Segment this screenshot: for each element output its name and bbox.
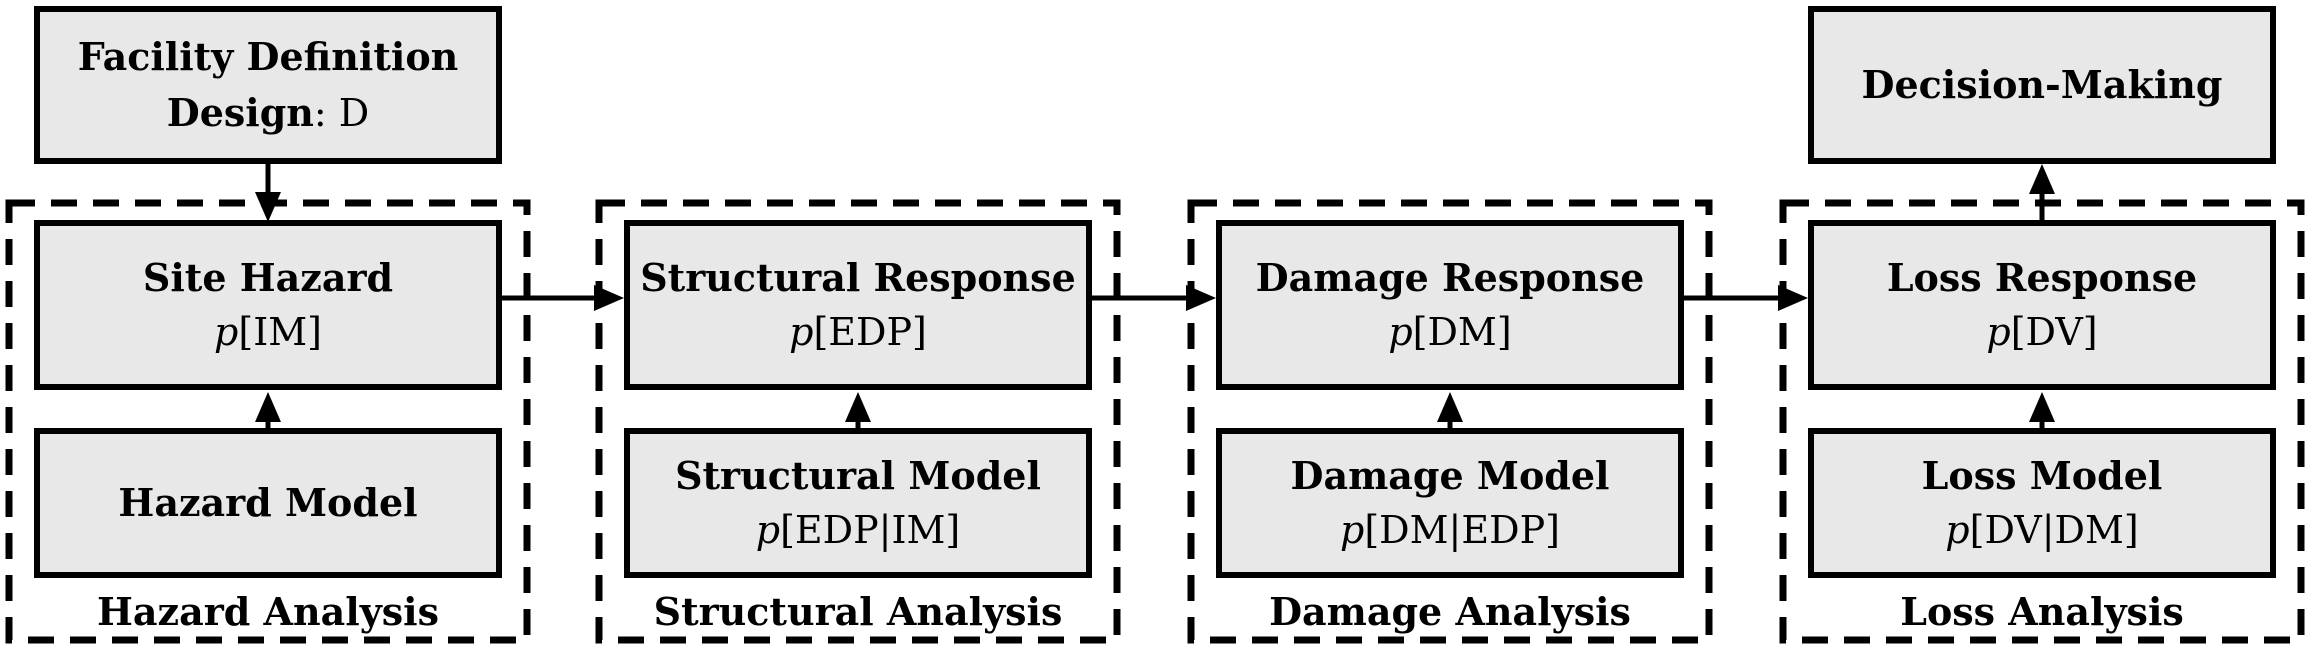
facility-definition-title: Facility Definition: [77, 34, 459, 80]
hazard-analysis-label: Hazard Analysis: [96, 588, 440, 634]
formula-args: [DM|EDP]: [1364, 508, 1560, 552]
design-label: Design: [166, 89, 314, 135]
damage-response-box: Damage Response p[DM]: [1216, 220, 1684, 390]
structural-model-formula: p[EDP|IM]: [756, 503, 960, 558]
structural-response-box: Structural Response p[EDP]: [624, 220, 1092, 390]
facility-design-line: Design: D: [167, 85, 370, 141]
formula-var: p: [1388, 310, 1413, 354]
structural-analysis-group-border: [595, 199, 1121, 644]
site-hazard-formula: p[IM]: [214, 305, 322, 360]
loss-model-box: Loss Model p[DV|DM]: [1808, 428, 2276, 578]
loss-model-formula: p[DV|DM]: [1945, 503, 2138, 558]
arrow-damage-response-to-loss-response: [1684, 285, 1808, 311]
structural-model-title: Structural Model: [675, 452, 1041, 498]
decision-making-box: Decision-Making: [1808, 6, 2276, 164]
damage-response-formula: p[DM]: [1388, 305, 1511, 360]
formula-args: [EDP|IM]: [780, 508, 961, 552]
formula-args: [IM]: [238, 310, 322, 354]
formula-var: p: [1945, 508, 1970, 552]
formula-var: p: [1986, 310, 2011, 354]
structural-response-title: Structural Response: [640, 254, 1076, 300]
formula-var: p: [214, 310, 239, 354]
arrow-structural-model-to-structural-response: [845, 392, 871, 428]
arrow-loss-response-to-decision-making: [2029, 164, 2055, 220]
loss-response-box: Loss Response p[DV]: [1808, 220, 2276, 390]
arrow-loss-model-to-loss-response: [2029, 392, 2055, 428]
arrow-facility-to-site-hazard: [255, 164, 281, 222]
damage-analysis-label: Damage Analysis: [1269, 588, 1631, 634]
decision-making-title: Decision-Making: [1861, 62, 2223, 108]
structural-analysis-label: Structural Analysis: [653, 588, 1063, 634]
loss-response-title: Loss Response: [1886, 254, 2198, 300]
hazard-model-title: Hazard Model: [118, 480, 418, 526]
formula-args: [DM]: [1412, 310, 1512, 354]
formula-args: [EDP]: [813, 310, 927, 354]
formula-var: p: [755, 508, 781, 552]
design-value: : D: [313, 90, 370, 135]
loss-model-title: Loss Model: [1921, 452, 2163, 498]
loss-response-formula: p[DV]: [1986, 305, 2097, 360]
damage-model-box: Damage Model p[DM|EDP]: [1216, 428, 1684, 578]
formula-args: [DV|DM]: [1969, 508, 2139, 552]
loss-analysis-label: Loss Analysis: [1900, 588, 2184, 634]
arrow-site-hazard-to-structural-response: [502, 285, 624, 311]
arrow-structural-response-to-damage-response: [1092, 285, 1216, 311]
damage-analysis-group-border: [1187, 199, 1713, 644]
arrow-hazard-model-to-site-hazard: [255, 392, 281, 428]
damage-model-formula: p[DM|EDP]: [1340, 503, 1560, 558]
damage-response-title: Damage Response: [1255, 254, 1645, 300]
site-hazard-box: Site Hazard p[IM]: [34, 220, 502, 390]
hazard-model-box: Hazard Model: [34, 428, 502, 578]
damage-model-title: Damage Model: [1290, 452, 1610, 498]
formula-args: [DV]: [2010, 310, 2098, 354]
formula-var: p: [1340, 508, 1365, 552]
arrow-damage-model-to-damage-response: [1437, 392, 1463, 428]
structural-response-formula: p[EDP]: [789, 305, 927, 360]
facility-definition-box: Facility Definition Design: D: [34, 6, 502, 164]
formula-var: p: [789, 310, 814, 354]
structural-model-box: Structural Model p[EDP|IM]: [624, 428, 1092, 578]
site-hazard-title: Site Hazard: [142, 254, 394, 300]
